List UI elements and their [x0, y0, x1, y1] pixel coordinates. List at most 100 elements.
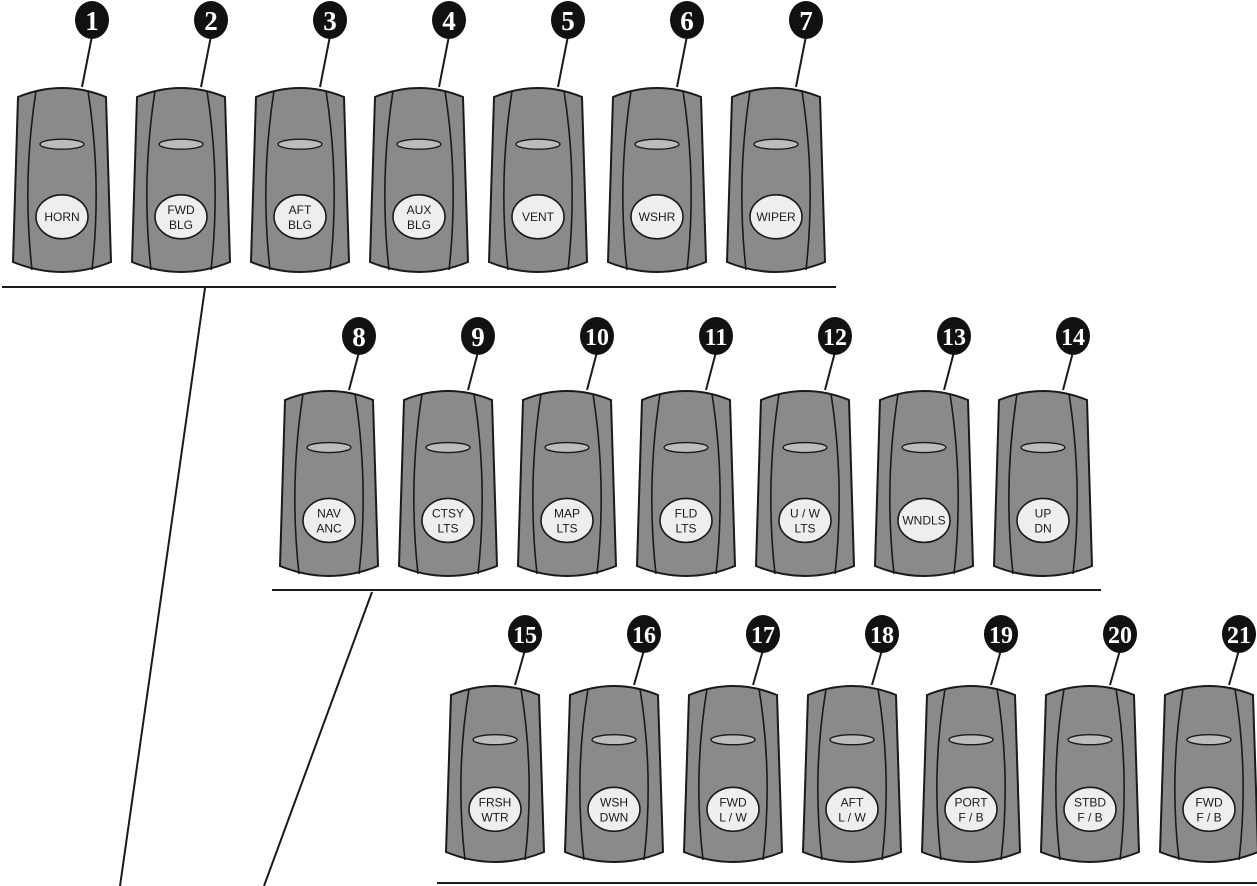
- indicator-light: [663, 441, 709, 454]
- label-disc: [778, 497, 832, 544]
- label-disc: [706, 786, 760, 833]
- callout-leader: [438, 35, 450, 88]
- switch-label-line: STBD: [1074, 795, 1106, 809]
- switch-bezel-left: [1174, 688, 1184, 861]
- switch-label-line: WSHR: [639, 210, 676, 224]
- switch-bezel-right: [325, 90, 335, 271]
- callout-number: 6: [680, 6, 694, 36]
- callout-number: 17: [751, 623, 775, 649]
- switch-bezel-right: [444, 90, 454, 271]
- switch-bezel-right: [1068, 393, 1078, 575]
- guide-lines: [119, 287, 373, 886]
- switch-label-line: LTS: [437, 521, 458, 535]
- switch-label-line: DN: [1034, 521, 1051, 535]
- callout-leader: [1062, 351, 1074, 391]
- switch-bezel-left: [770, 393, 780, 575]
- indicator-light: [901, 441, 947, 454]
- callout-number: 9: [471, 322, 485, 352]
- callout-number: 3: [323, 6, 337, 36]
- callout-leader: [824, 351, 836, 391]
- switch-bezel-left: [532, 393, 542, 575]
- switch-bezel-left: [384, 90, 394, 271]
- label-disc: [897, 497, 951, 544]
- switch-bezel-left: [651, 393, 661, 575]
- indicator-light: [425, 441, 471, 454]
- indicator-light: [396, 138, 442, 150]
- switch-label-line: PORT: [954, 795, 988, 809]
- rocker-switch-6[interactable]: WSHR 6: [606, 1, 708, 273]
- callout-bubble: [313, 1, 347, 39]
- callout-leader: [795, 35, 807, 88]
- switch-bezel-right: [758, 688, 768, 861]
- callout-bubble: [627, 615, 661, 653]
- callout-bubble: [1056, 317, 1090, 355]
- indicator-light: [544, 441, 590, 454]
- switch-bezel-right: [639, 688, 649, 861]
- switch-label-line: HORN: [44, 210, 79, 224]
- switch-bezel-right: [877, 688, 887, 861]
- indicator-light: [753, 138, 799, 150]
- indicator-light: [948, 734, 994, 746]
- callout-leader: [319, 35, 331, 88]
- callout-leader: [348, 351, 360, 391]
- switch-bezel-right: [563, 90, 573, 271]
- indicator-light: [515, 138, 561, 150]
- switch-label-line: VENT: [522, 210, 555, 224]
- switch-bezel-right: [592, 393, 602, 575]
- perspective-line-left: [119, 287, 206, 886]
- switch-bezel-left: [146, 90, 156, 271]
- callout-number: 2: [204, 6, 218, 36]
- switch-label-line: U / W: [790, 506, 821, 520]
- label-disc: [540, 497, 594, 544]
- switch-bezel-left: [936, 688, 946, 861]
- switch-label-line: WSH: [600, 795, 628, 809]
- switch-label-line: ANC: [316, 521, 342, 535]
- switch-label-line: WTR: [481, 810, 509, 824]
- switch-label-line: BLG: [407, 218, 431, 232]
- indicator-light: [39, 138, 85, 150]
- callout-bubble: [461, 317, 495, 355]
- switch-bezel-right: [830, 393, 840, 575]
- label-disc: [749, 193, 803, 240]
- label-disc: [154, 193, 208, 240]
- switch-label-line: FWD: [167, 203, 195, 217]
- indicator-light: [591, 734, 637, 746]
- indicator-light: [1186, 734, 1232, 746]
- switch-bezel-right: [520, 688, 530, 861]
- callout-bubble: [865, 615, 899, 653]
- callout-bubble: [194, 1, 228, 39]
- callout-leader: [943, 351, 955, 391]
- callout-leader: [990, 649, 1002, 686]
- label-disc: [944, 786, 998, 833]
- label-disc: [392, 193, 446, 240]
- callout-number: 19: [989, 623, 1013, 649]
- switch-label-line: BLG: [169, 218, 193, 232]
- indicator-light: [472, 734, 518, 746]
- callout-leader: [752, 649, 764, 686]
- callout-bubble: [699, 317, 733, 355]
- label-disc: [511, 193, 565, 240]
- label-disc: [421, 497, 475, 544]
